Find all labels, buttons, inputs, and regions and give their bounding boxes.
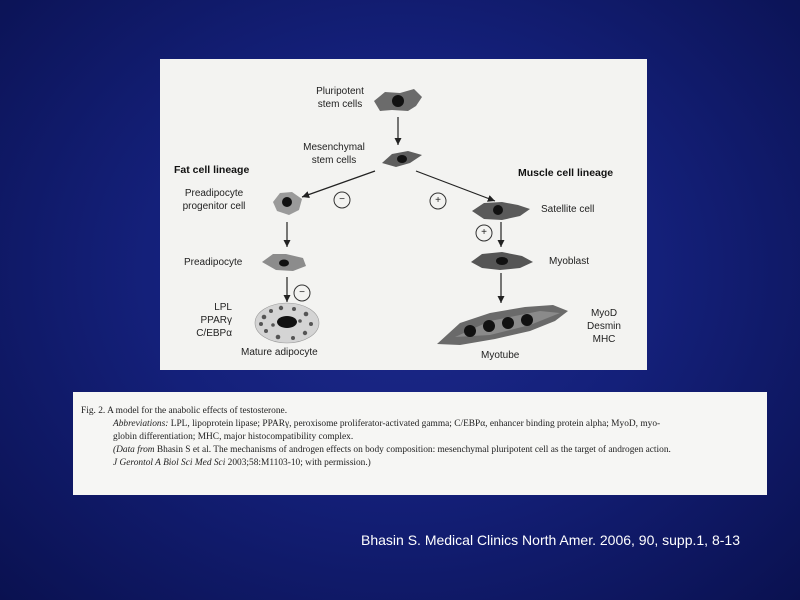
sign-minus-fat: − [339,194,345,205]
label-myoblast: Myoblast [549,256,590,267]
label-muscle-markers: MyoD Desmin MHC [587,308,621,345]
caption-abbrev-text: LPL, lipoprotein lipase; PPARγ, peroxiso… [170,419,661,429]
caption-journal: J Gerontol A Biol Sci Med Sci [113,458,226,468]
heading-fat-lineage: Fat cell lineage [174,164,250,176]
caption-source-text: Bhasin S et al. The mechanisms of androg… [156,445,671,455]
label-preadipocyte: Preadipocyte [184,257,243,268]
sign-minus-adipocyte: − [299,287,305,298]
diagram-figure: Pluripotent stem cells Mesenchymal stem … [160,59,647,370]
minus-circle-adipocyte [293,284,311,302]
myotube-cell-image [437,305,568,345]
plus-circle-muscle [429,192,447,210]
figure-caption: Fig. 2. A model for the anabolic effects… [73,392,767,495]
caption-fig-number: Fig. 2. [81,406,106,416]
adipocyte-cell-image [254,302,320,344]
caption-abbrev-label: Abbreviations: [113,419,169,429]
preadipocyte-cell-image [262,254,306,271]
pluripotent-cell-image [374,89,422,111]
caption-line-3: globin differentiation; MHC, major histo… [113,432,354,442]
slide-citation: Bhasin S. Medical Clinics North Amer. 20… [361,532,740,548]
arrow-mesen-to-muscle [415,170,496,202]
satellite-cell-image [472,202,530,220]
caption-data-from: (Data from [113,445,155,455]
diagram-graphics [254,89,568,345]
label-fat-markers: LPL PPARγ C/EBPα [196,302,232,339]
caption-line-4: (Data from Bhasin S et al. The mechanism… [113,445,671,455]
label-preadipocyte-progenitor: Preadipocyte progenitor cell [182,188,246,212]
caption-journal-details: 2003;58:M1103-10; with permission.) [227,458,371,468]
mesenchymal-cell-image [382,151,422,167]
sign-plus-muscle: + [435,195,441,206]
minus-circle-fat [333,191,351,209]
plus-circle-satellite [475,224,493,242]
heading-muscle-lineage: Muscle cell lineage [518,167,614,179]
caption-line-2: Abbreviations: LPL, lipoprotein lipase; … [113,419,660,429]
label-mature-adipocyte: Mature adipocyte [241,347,318,358]
myoblast-cell-image [471,252,533,270]
label-mesenchymal: Mesenchymal stem cells [303,142,365,166]
progenitor-cell-image [273,192,302,215]
label-pluripotent: Pluripotent stem cells [316,86,364,110]
caption-title: A model for the anabolic effects of test… [107,406,288,416]
label-myotube: Myotube [481,350,520,361]
label-satellite-cell: Satellite cell [541,204,595,215]
caption-line-5: J Gerontol A Biol Sci Med Sci 2003;58:M1… [113,458,371,468]
caption-line-1: Fig. 2. A model for the anabolic effects… [81,406,287,416]
arrow-mesen-to-fat [301,170,376,198]
sign-plus-satellite: + [481,227,487,238]
